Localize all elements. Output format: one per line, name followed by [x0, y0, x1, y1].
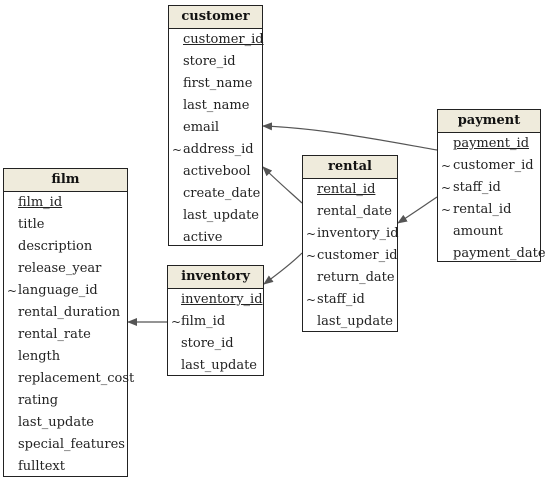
table-film-header: film: [4, 169, 127, 192]
field-customer-store_id: store_id: [183, 54, 236, 69]
field-film-special_features: special_features: [18, 437, 125, 452]
field-film-title: title: [18, 217, 45, 232]
table-inventory[interactable]: inventory inventory_id ~film_id store_id…: [167, 265, 264, 376]
field-film-replacement_cost: replacement_cost: [18, 371, 135, 386]
field-customer-first_name: first_name: [183, 76, 253, 91]
field-rental-return_date: return_date: [317, 270, 395, 285]
edge-payment-rental: [397, 196, 438, 224]
field-payment-payment_date: payment_date: [453, 246, 546, 261]
field-film-rating: rating: [18, 393, 59, 408]
field-payment-amount: amount: [453, 224, 503, 239]
field-film-fulltext: fulltext: [18, 459, 65, 474]
field-customer-address_id: ~address_id: [169, 139, 262, 161]
fk-marker: ~: [441, 159, 452, 173]
field-rental-last_update: last_update: [317, 314, 393, 329]
field-film-length: length: [18, 349, 61, 364]
field-payment-staff_id: ~staff_id: [438, 177, 540, 199]
fk-marker: ~: [7, 284, 18, 298]
field-inventory-store_id: store_id: [181, 336, 234, 351]
field-film-release_year: release_year: [18, 261, 102, 276]
field-film-last_update: last_update: [18, 415, 94, 430]
field-customer-activebool: activebool: [183, 164, 251, 179]
field-customer-customer_id: customer_id: [183, 32, 264, 47]
table-rental-header: rental: [303, 156, 397, 179]
field-inventory-last_update: last_update: [181, 358, 257, 373]
field-customer-last_name: last_name: [183, 98, 250, 113]
edge-rental-inventory: [263, 252, 303, 285]
fk-marker: ~: [306, 249, 317, 263]
field-customer-last_update: last_update: [183, 208, 259, 223]
fk-marker: ~: [172, 143, 183, 157]
fk-marker: ~: [441, 181, 452, 195]
fk-marker: ~: [441, 203, 452, 217]
edge-rental-customer: [262, 166, 303, 204]
table-payment-header: payment: [438, 110, 540, 133]
table-film[interactable]: film film_id title description release_y…: [3, 168, 135, 477]
field-film-language_id: ~language_id: [4, 280, 127, 302]
edge-payment-customer: [262, 122, 438, 151]
table-payment[interactable]: payment payment_id ~customer_id ~staff_i…: [437, 109, 546, 262]
field-rental-rental_date: rental_date: [317, 204, 392, 219]
table-inventory-header: inventory: [168, 266, 263, 289]
table-rental[interactable]: rental rental_id rental_date ~inventory_…: [302, 155, 399, 332]
field-payment-payment_id: payment_id: [453, 136, 530, 151]
table-customer[interactable]: customer customer_id store_id first_name…: [168, 5, 264, 246]
field-payment-customer_id: ~customer_id: [438, 155, 540, 177]
fk-marker: ~: [306, 293, 317, 307]
field-rental-customer_id: ~customer_id: [303, 245, 398, 267]
field-inventory-film_id: ~film_id: [168, 311, 263, 333]
field-customer-active: active: [183, 230, 223, 245]
field-customer-email: email: [183, 120, 220, 135]
fk-marker: ~: [306, 227, 317, 241]
table-customer-header: customer: [169, 6, 262, 29]
fk-marker: ~: [171, 315, 182, 329]
field-film-description: description: [18, 239, 93, 254]
field-film-rental_rate: rental_rate: [18, 327, 91, 342]
field-film-film_id: film_id: [18, 195, 63, 210]
field-film-rental_duration: rental_duration: [18, 305, 121, 320]
field-inventory-inventory_id: inventory_id: [181, 292, 263, 307]
field-rental-staff_id: ~staff_id: [303, 289, 397, 311]
field-payment-rental_id: ~rental_id: [438, 199, 540, 221]
field-customer-create_date: create_date: [183, 186, 261, 201]
field-rental-inventory_id: ~inventory_id: [303, 223, 399, 245]
field-rental-rental_id: rental_id: [317, 182, 376, 197]
